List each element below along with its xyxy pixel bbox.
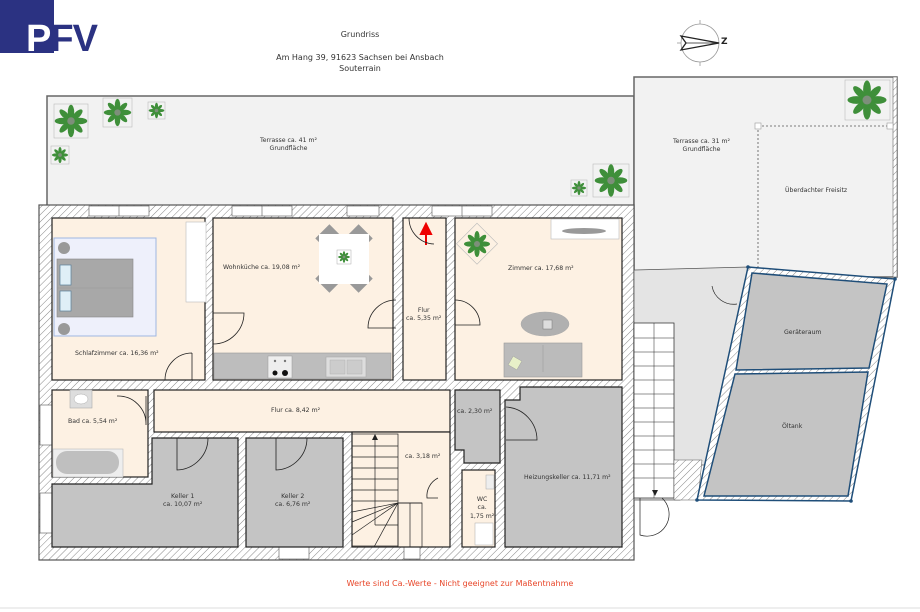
label-abstell: ca. 2,30 m² — [457, 408, 493, 415]
plan-address: Am Hang 39, 91623 Sachsen bei Ansbach — [276, 53, 444, 62]
room-keller2 — [245, 437, 344, 548]
room-oeltank — [703, 371, 869, 497]
label-schlafzimmer: Schlafzimmer ca. 16,36 m² — [75, 350, 159, 357]
stove-icon — [267, 355, 293, 379]
plan-title: Grundriss — [340, 30, 380, 39]
label-freisitz: Überdachter Freisitz — [785, 187, 848, 194]
toilet-icon — [474, 522, 494, 546]
plant-icon — [50, 79, 891, 198]
room-geraeteraum — [735, 272, 888, 371]
logo-block — [0, 0, 54, 53]
plan-floor: Souterrain — [339, 64, 381, 73]
room-flur-small — [402, 217, 447, 381]
label-zimmer: Zimmer ca. 17,68 m² — [508, 265, 574, 272]
compass-icon — [677, 20, 720, 66]
compass-label: Z — [721, 37, 728, 47]
room-keller1 — [51, 437, 239, 548]
label-flur-large: Flur ca. 8,42 m² — [271, 407, 321, 414]
label-geraeteraum: Geräteraum — [784, 329, 822, 336]
door-swings — [116, 217, 538, 499]
room-flur-large — [153, 389, 451, 433]
label-oeltank: Öltank — [782, 423, 803, 430]
wardrobe-icon — [185, 221, 207, 303]
room-abstell — [454, 389, 501, 464]
staircase — [351, 433, 423, 548]
label-heizungskeller: Heizungskeller ca. 11,71 m² — [524, 474, 611, 481]
label-wohnkueche: Wohnküche ca. 19,08 m² — [223, 264, 301, 271]
room-treppe — [351, 431, 451, 548]
logo: PFV — [26, 18, 98, 60]
terrace-west — [46, 95, 635, 207]
label-bad: Bad ca. 5,54 m² — [68, 418, 118, 425]
label-treppe: ca. 3,18 m² — [405, 453, 441, 460]
room-heizungskeller — [504, 386, 623, 548]
bed-icon — [53, 237, 157, 337]
dining-table-icon — [315, 224, 373, 293]
disclaimer: Werte sind Ca.-Werte - Nicht geeignet zu… — [346, 579, 574, 588]
terrace-east — [633, 76, 898, 278]
